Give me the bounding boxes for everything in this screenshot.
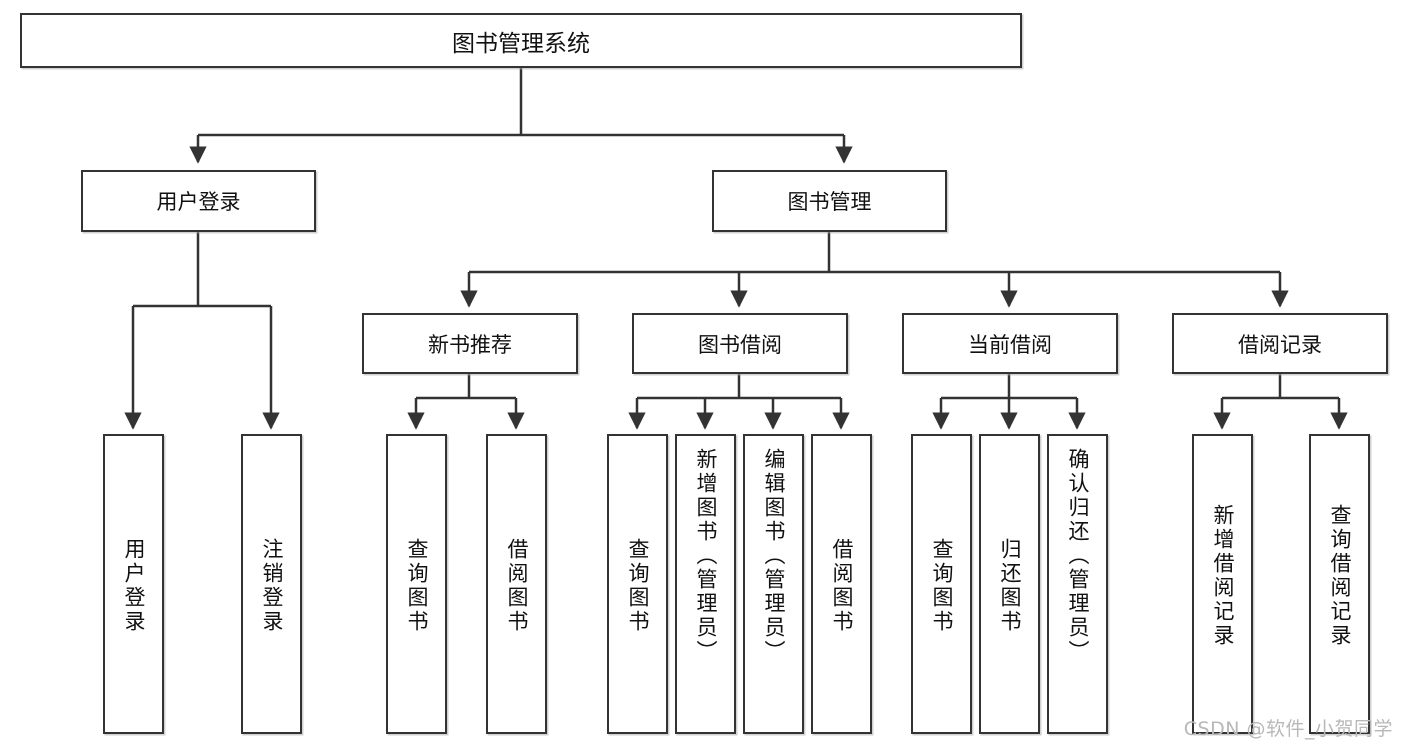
node-label: 借阅图书 [505, 538, 529, 634]
node-label: 注销登录 [260, 538, 284, 634]
node-borrow-record[interactable]: 借阅记录 [1172, 313, 1388, 374]
leaf-add-book-admin[interactable]: 新增图书（管理员） [675, 434, 736, 734]
node-label: 当前借阅 [968, 332, 1052, 357]
node-label: 查询图书 [930, 538, 954, 634]
leaf-query-book-current[interactable]: 查询图书 [911, 434, 972, 734]
node-label: 确认归还（管理员） [1066, 448, 1090, 664]
node-label: 用户登录 [156, 190, 241, 214]
leaf-edit-book-admin[interactable]: 编辑图书（管理员） [743, 434, 804, 734]
leaf-return-book[interactable]: 归还图书 [979, 434, 1040, 734]
leaf-query-borrow-record[interactable]: 查询借阅记录 [1309, 434, 1370, 734]
node-label: 查询借阅记录 [1328, 504, 1352, 648]
node-label: 图书借阅 [698, 332, 782, 357]
node-label: 新书推荐 [428, 332, 512, 357]
leaf-add-borrow-record[interactable]: 新增借阅记录 [1192, 434, 1253, 734]
node-label: 用户登录 [122, 538, 146, 634]
node-book-management[interactable]: 图书管理 [712, 170, 947, 232]
node-label: 编辑图书（管理员） [762, 448, 786, 664]
node-label: 新增图书（管理员） [694, 448, 718, 664]
node-label: 图书管理系统 [452, 30, 590, 57]
leaf-logout-login[interactable]: 注销登录 [241, 434, 302, 734]
node-user-login[interactable]: 用户登录 [81, 170, 316, 232]
leaf-user-login[interactable]: 用户登录 [103, 434, 164, 734]
node-label: 归还图书 [998, 538, 1022, 634]
node-label: 借阅图书 [830, 538, 854, 634]
node-new-book-recommend[interactable]: 新书推荐 [362, 313, 578, 374]
csdn-watermark: CSDN @软件_小贺同学 [1183, 718, 1393, 740]
leaf-confirm-return-admin[interactable]: 确认归还（管理员） [1047, 434, 1108, 734]
node-label: 新增借阅记录 [1211, 504, 1235, 648]
node-label: 借阅记录 [1238, 332, 1322, 357]
leaf-query-book-recommend[interactable]: 查询图书 [386, 434, 447, 734]
node-label: 查询图书 [405, 538, 429, 634]
leaf-borrow-book[interactable]: 借阅图书 [811, 434, 872, 734]
node-label: 图书管理 [787, 190, 872, 214]
leaf-borrow-book-recommend[interactable]: 借阅图书 [486, 434, 547, 734]
node-current-borrow[interactable]: 当前借阅 [902, 313, 1118, 374]
leaf-query-book-borrow[interactable]: 查询图书 [607, 434, 668, 734]
node-label: 查询图书 [626, 538, 650, 634]
node-root-system[interactable]: 图书管理系统 [20, 13, 1022, 68]
node-book-borrow[interactable]: 图书借阅 [632, 313, 848, 374]
